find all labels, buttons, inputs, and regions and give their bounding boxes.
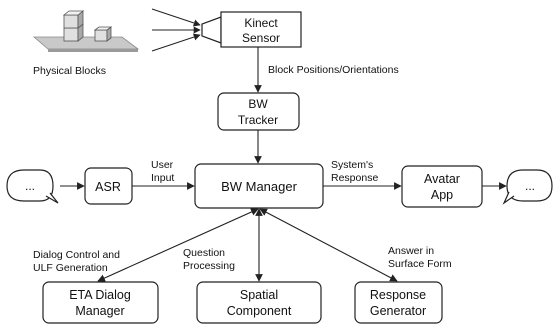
speech-output-dots: ...	[525, 179, 535, 193]
bw-tracker-label-1: BW	[248, 97, 268, 111]
eta-dialog-manager-label-1: ETA Dialog	[69, 288, 131, 302]
speech-input-bubble: ...	[6, 169, 59, 204]
bw-tracker-label-2: Tracker	[238, 113, 278, 127]
physical-blocks-label: Physical Blocks	[33, 65, 106, 77]
eta-dialog-manager-box	[42, 281, 159, 324]
edge-label-question-processing-2: Processing	[183, 260, 235, 272]
block-stack-bottom	[63, 27, 79, 42]
spatial-component-box	[196, 281, 322, 324]
edge-manager-response	[259, 208, 398, 282]
avatar-app-label-2: App	[431, 188, 453, 202]
eta-dialog-manager-label-2: Manager	[75, 304, 124, 318]
table-surface	[32, 36, 140, 50]
avatar-app-label-1: Avatar	[424, 172, 460, 186]
speech-output-bubble: ...	[502, 169, 553, 205]
sensor-rays	[151, 8, 201, 52]
edge-manager-eta	[97, 208, 259, 282]
speech-input-dots: ...	[25, 179, 35, 193]
spatial-component-label-1: Spatial	[240, 288, 278, 302]
spatial-component-label-2: Component	[227, 304, 292, 318]
camera-lens-icon	[201, 16, 222, 44]
bw-manager-label: BW Manager	[221, 179, 298, 194]
kinect-sensor-box	[220, 11, 302, 48]
response-generator-label-2: Generator	[370, 304, 426, 318]
kinect-label-2: Sensor	[242, 31, 280, 45]
edge-label-user-input-2: Input	[151, 172, 174, 184]
response-generator-label-1: Response	[370, 288, 426, 302]
kinect-label-1: Kinect	[244, 16, 278, 30]
edge-label-block-positions: Block Positions/Orientations	[268, 64, 399, 76]
edge-label-systems-response-1: System's	[331, 159, 373, 171]
block-stack-top	[63, 14, 79, 29]
edge-label-answer-surface-1: Answer in	[388, 245, 434, 257]
edge-label-question-processing-1: Question	[183, 247, 225, 259]
response-generator-box	[354, 281, 443, 324]
edge-label-dialog-control-1: Dialog Control and	[33, 249, 120, 261]
edge-label-user-input-1: User	[151, 159, 174, 171]
edge-label-answer-surface-2: Surface Form	[388, 258, 452, 270]
asr-label: ASR	[95, 180, 121, 194]
edge-label-systems-response-2: Response	[331, 172, 378, 184]
block-single	[94, 29, 108, 42]
physical-blocks-illustration	[32, 10, 140, 52]
edge-label-dialog-control-2: ULF Generation	[33, 262, 108, 274]
